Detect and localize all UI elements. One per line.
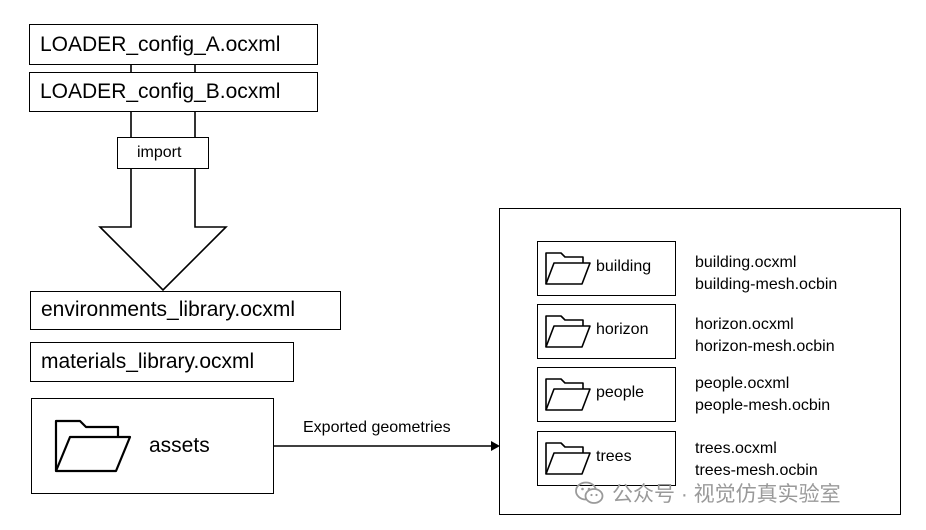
horizon-files: horizon.ocxml horizon-mesh.ocbin xyxy=(695,314,835,358)
wechat-icon xyxy=(575,481,604,504)
folder-icon xyxy=(54,419,132,473)
folder-people-label: people xyxy=(596,384,645,401)
import-label: import xyxy=(137,144,182,161)
people-files: people.ocxml people-mesh.ocbin xyxy=(695,373,830,417)
import-arrow xyxy=(98,169,228,292)
file-name: people.ocxml xyxy=(695,375,790,392)
assets-box: assets xyxy=(31,398,274,494)
folder-icon xyxy=(545,442,591,475)
file-name: building-mesh.ocbin xyxy=(695,276,838,293)
watermark-text: 公众号 · 视觉仿真实验室 xyxy=(612,483,841,506)
materials-library-label: materials_library.ocxml xyxy=(41,350,255,373)
trees-files: trees.ocxml trees-mesh.ocbin xyxy=(695,438,818,482)
config-file-a: LOADER_config_A.ocxml xyxy=(29,24,318,65)
config-file-b-label: LOADER_config_B.ocxml xyxy=(40,80,281,103)
assets-label: assets xyxy=(149,434,210,457)
environments-library-file: environments_library.ocxml xyxy=(30,291,341,330)
folder-horizon-label: horizon xyxy=(596,321,649,338)
folder-icon xyxy=(545,378,591,411)
folder-trees-label: trees xyxy=(596,448,632,465)
file-name: trees.ocxml xyxy=(695,440,777,457)
folder-icon xyxy=(545,315,591,348)
config-file-a-label: LOADER_config_A.ocxml xyxy=(40,33,281,56)
import-box: import xyxy=(117,137,209,169)
folder-trees: trees xyxy=(537,431,676,486)
folder-horizon: horizon xyxy=(537,304,676,359)
config-file-b: LOADER_config_B.ocxml xyxy=(29,72,318,112)
folder-building: building xyxy=(537,241,676,296)
export-label: Exported geometries xyxy=(303,419,451,436)
folder-building-label: building xyxy=(596,258,652,275)
watermark: 公众号 · 视觉仿真实验室 xyxy=(574,478,904,508)
file-name: people-mesh.ocbin xyxy=(695,397,831,414)
materials-library-file: materials_library.ocxml xyxy=(30,342,294,382)
folder-people: people xyxy=(537,367,676,422)
file-name: horizon.ocxml xyxy=(695,316,794,333)
folder-icon xyxy=(545,252,591,285)
file-name: trees-mesh.ocbin xyxy=(695,462,818,479)
export-arrow-head xyxy=(491,441,500,451)
building-files: building.ocxml building-mesh.ocbin xyxy=(695,252,837,296)
file-name: horizon-mesh.ocbin xyxy=(695,338,835,355)
environments-library-label: environments_library.ocxml xyxy=(41,298,296,321)
file-name: building.ocxml xyxy=(695,254,797,271)
